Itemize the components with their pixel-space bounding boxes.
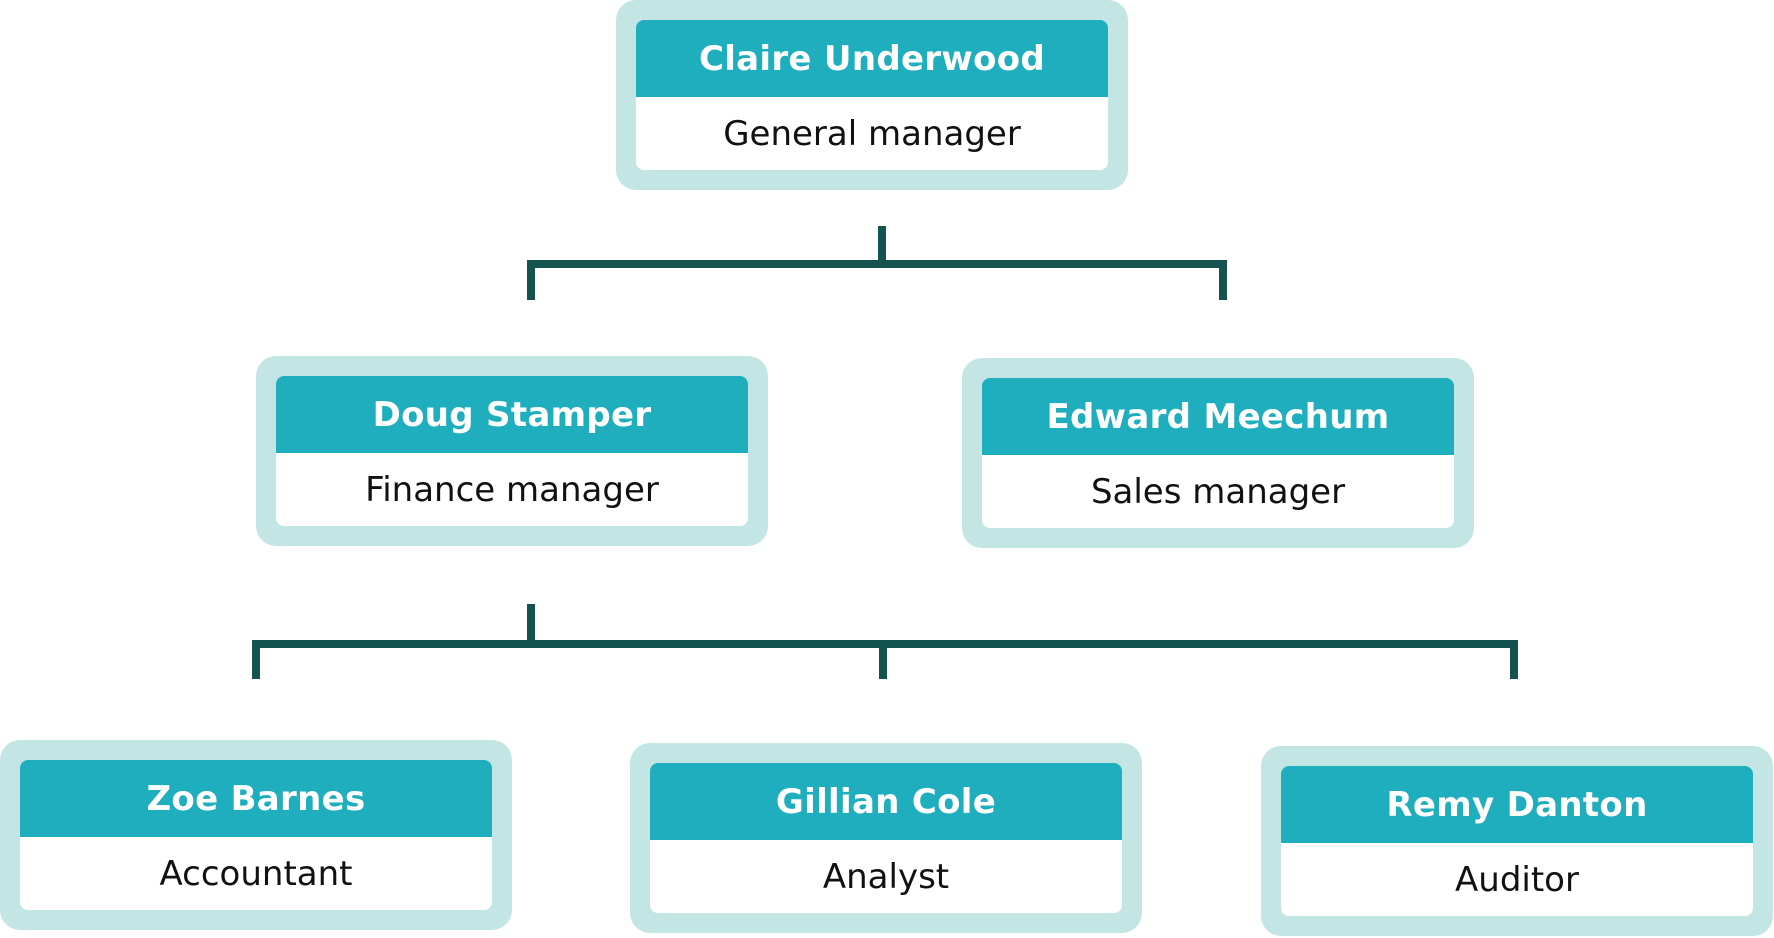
person-role: Analyst <box>822 856 950 897</box>
person-name: Doug Stamper <box>276 376 748 453</box>
org-node-sales-manager: Edward Meechum Sales manager <box>962 358 1474 548</box>
person-name: Remy Danton <box>1281 766 1753 843</box>
org-card: Zoe Barnes Accountant <box>20 760 492 910</box>
person-role: Accountant <box>159 853 353 894</box>
org-node-accountant: Zoe Barnes Accountant <box>0 740 512 930</box>
org-card: Doug Stamper Finance manager <box>276 376 748 526</box>
org-node-finance-manager: Doug Stamper Finance manager <box>256 356 768 546</box>
person-name: Claire Underwood <box>636 20 1108 97</box>
person-name: Zoe Barnes <box>20 760 492 837</box>
org-node-auditor: Remy Danton Auditor <box>1261 746 1773 936</box>
org-card: Remy Danton Auditor <box>1281 766 1753 916</box>
connector-gm-to-managers <box>527 226 1227 300</box>
connector-finance-to-staff <box>252 604 1518 679</box>
person-role: Finance manager <box>365 469 659 510</box>
org-node-general-manager: Claire Underwood General manager <box>616 0 1128 190</box>
org-card: Edward Meechum Sales manager <box>982 378 1454 528</box>
org-card: Claire Underwood General manager <box>636 20 1108 170</box>
org-node-analyst: Gillian Cole Analyst <box>630 743 1142 933</box>
person-role: Sales manager <box>1090 471 1346 512</box>
person-name: Edward Meechum <box>982 378 1454 455</box>
person-name: Gillian Cole <box>650 763 1122 840</box>
org-card: Gillian Cole Analyst <box>650 763 1122 913</box>
person-role: General manager <box>723 113 1021 154</box>
person-role: Auditor <box>1455 859 1579 900</box>
